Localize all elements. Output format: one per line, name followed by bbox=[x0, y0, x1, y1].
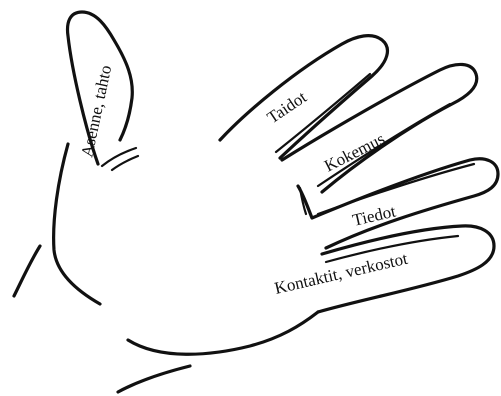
palm-left-edge bbox=[54, 144, 100, 304]
wrist-left-line bbox=[14, 246, 40, 296]
wrist-bottom-line bbox=[118, 366, 190, 392]
thumb-crease-2 bbox=[112, 156, 138, 170]
label-little-finger: Kontaktit, verkostot bbox=[273, 249, 410, 298]
thumb-crease bbox=[102, 148, 136, 166]
label-ring-finger: Tiedot bbox=[351, 201, 398, 229]
thumb: Asenne, tahto bbox=[68, 12, 138, 170]
label-middle-finger: Kokemus bbox=[321, 129, 388, 176]
little-finger: Kontaktit, verkostot bbox=[273, 226, 494, 312]
palm-bottom-edge bbox=[128, 312, 318, 354]
palm bbox=[14, 144, 318, 392]
